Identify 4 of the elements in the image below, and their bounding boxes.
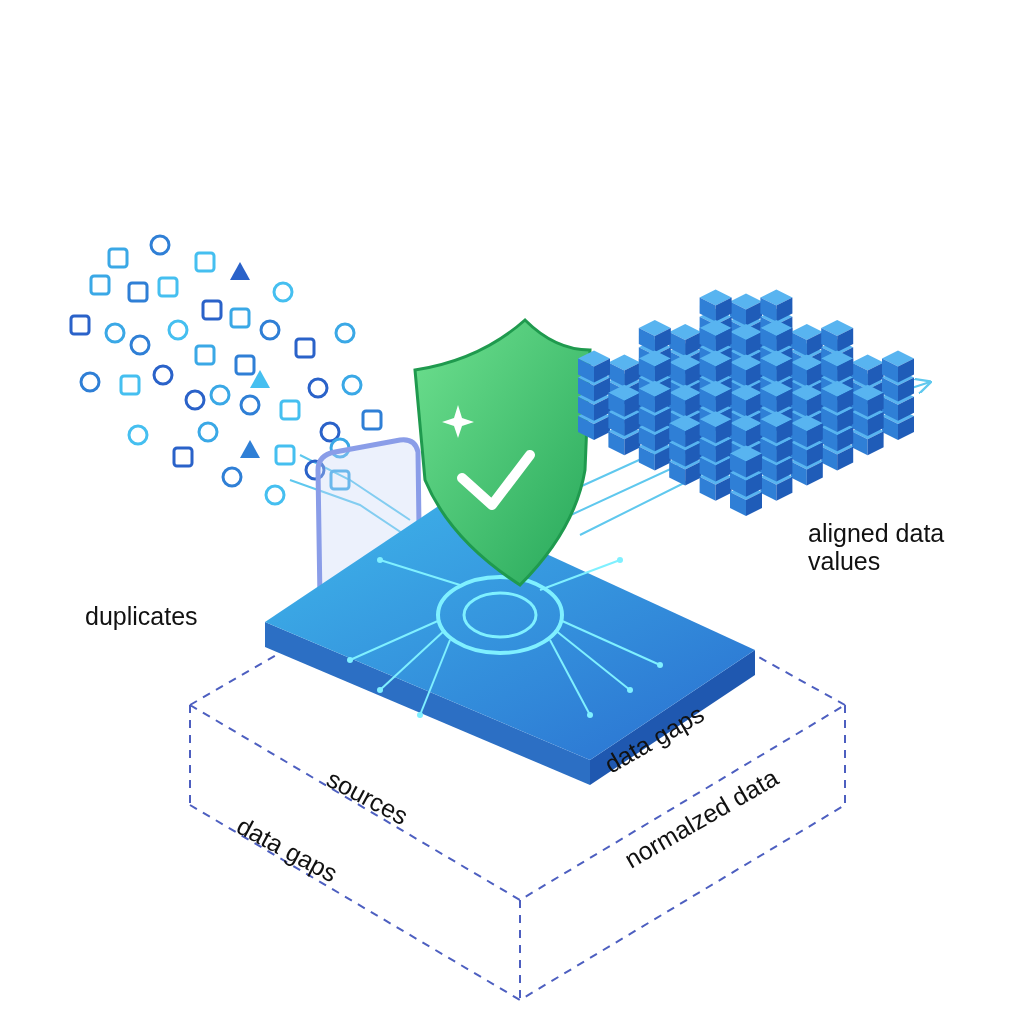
text-label: data gaps — [600, 700, 709, 779]
text-label: aligned data values — [808, 520, 946, 575]
text-label: duplicates — [85, 603, 198, 631]
text-label: data gaps — [232, 812, 342, 888]
